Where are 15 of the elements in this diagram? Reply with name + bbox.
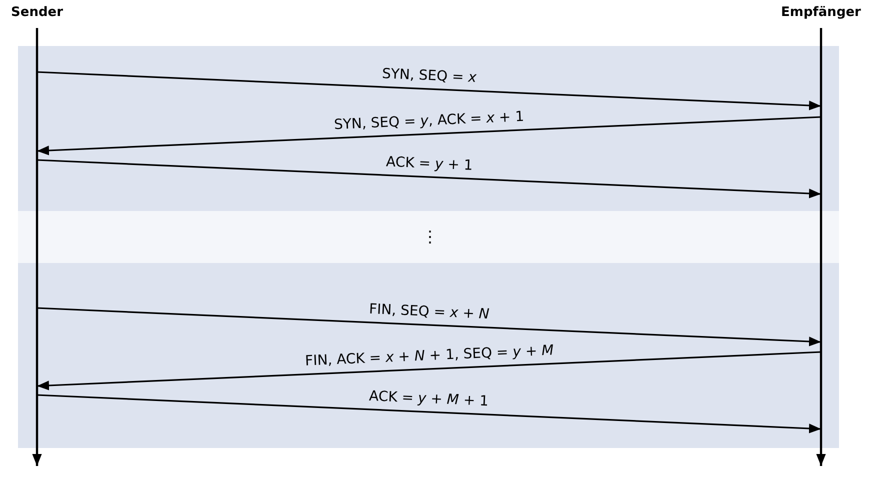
message-arrow <box>36 159 822 198</box>
message-arrow <box>36 71 822 110</box>
message-arrow <box>36 116 822 156</box>
ellipsis-mark: ⋮ <box>422 228 438 246</box>
message-arrow <box>36 394 822 434</box>
edge-label: FIN, ACK = x + N + 1, SEQ = y + M <box>304 342 554 370</box>
participant-label: Empfänger <box>781 5 861 20</box>
edge-label: SYN, SEQ = y, ACK = x + 1 <box>334 108 524 134</box>
participant-label: Sender <box>11 5 63 20</box>
message-arrow <box>36 351 822 390</box>
edge-label: ACK = y + M + 1 <box>368 388 489 410</box>
edge-label: SYN, SEQ = x <box>381 66 476 86</box>
message-arrow <box>36 307 822 346</box>
edge-label: FIN, SEQ = x + N <box>368 301 490 323</box>
edge-label: ACK = y + 1 <box>385 154 473 174</box>
